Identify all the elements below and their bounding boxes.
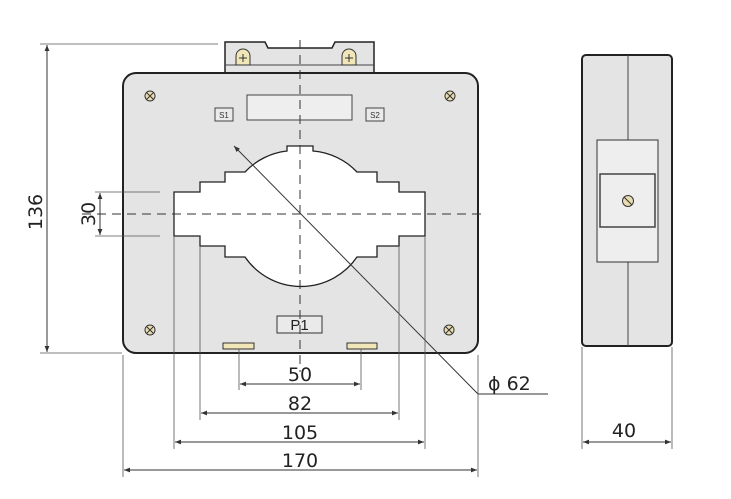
svg-text:136: 136 — [25, 194, 47, 230]
dimension-105: 105 — [175, 422, 424, 445]
dimension-170: 170 — [124, 450, 477, 473]
svg-text:50: 50 — [288, 364, 312, 386]
dimension-136: 136 — [25, 45, 50, 352]
svg-text:30: 30 — [78, 202, 100, 226]
screw-icon — [622, 195, 634, 207]
dimension-40: 40 — [583, 420, 671, 445]
mounting-screws — [144, 90, 456, 336]
screw-icon — [444, 90, 456, 102]
diameter-leader — [233, 145, 479, 395]
terminal-label-s2: S2 — [370, 111, 380, 120]
terminal-screw-icon — [341, 48, 357, 66]
screw-icon — [144, 324, 156, 336]
diameter-label: ϕ 62 — [488, 373, 531, 395]
dimension-82: 82 — [201, 393, 398, 416]
mounting-pad — [346, 342, 378, 350]
svg-text:40: 40 — [612, 420, 636, 442]
terminal-label-s1: S1 — [219, 111, 229, 120]
svg-text:170: 170 — [282, 450, 318, 472]
side-view — [581, 54, 673, 347]
screw-icon — [443, 324, 455, 336]
front-view: S1 S2 P1 ϕ 62 — [82, 40, 548, 395]
dimension-50: 50 — [240, 364, 360, 387]
dimension-30: 30 — [78, 193, 103, 235]
screw-icon — [144, 90, 156, 102]
extension-lines — [40, 43, 673, 477]
svg-text:105: 105 — [282, 422, 318, 444]
mounting-pad — [222, 342, 255, 350]
svg-text:82: 82 — [288, 393, 312, 415]
terminal-screw-icon — [235, 48, 251, 66]
